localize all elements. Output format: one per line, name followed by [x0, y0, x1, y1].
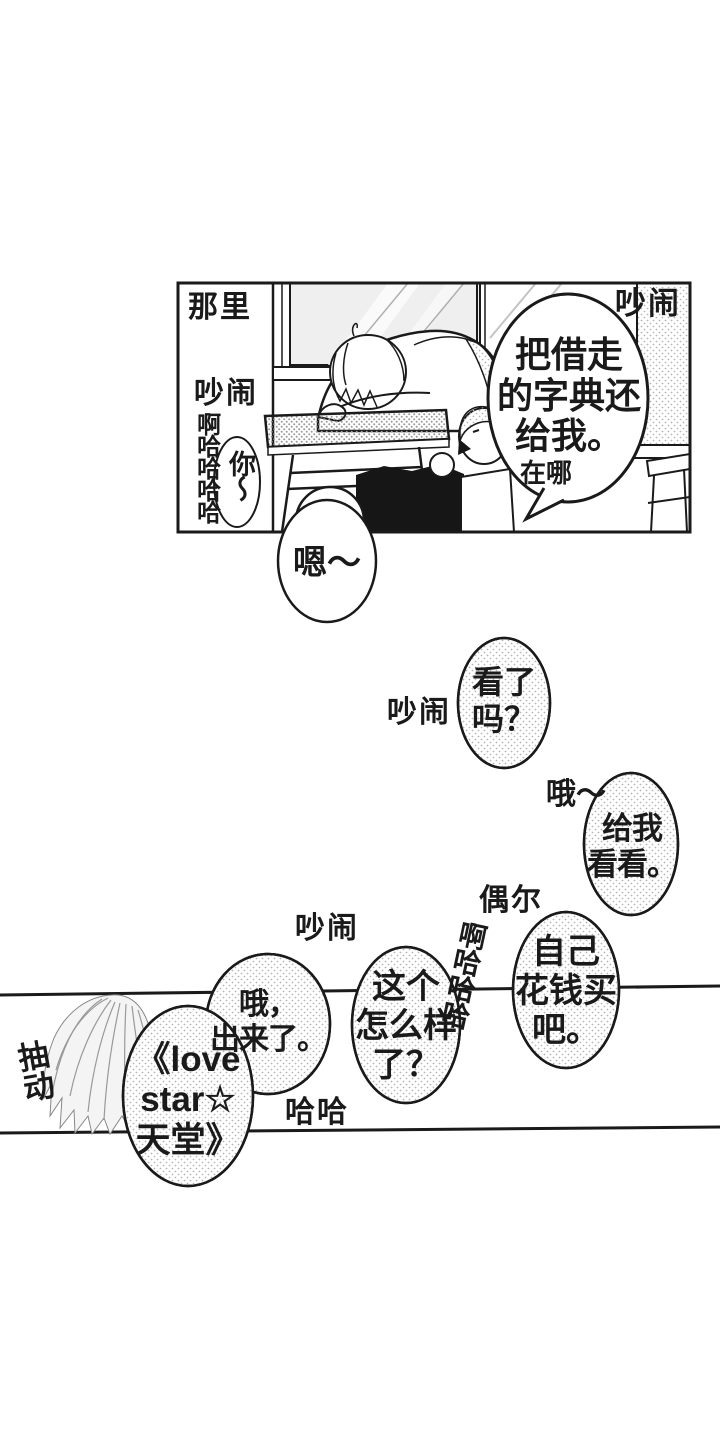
desk [263, 408, 451, 532]
sfx-noisy-lower: 吵闹 [295, 912, 359, 945]
bubble-ziji [511, 910, 621, 1070]
bubble-lovestar [121, 1004, 255, 1188]
bubble-en-text: 嗯～ [293, 544, 361, 582]
dark-uniform [356, 464, 464, 532]
sfx-noisy-mid: 吵闹 [387, 696, 451, 729]
sfx-noisy-left: 吵闹 [194, 377, 258, 410]
speech-bubble-dictionary [486, 292, 650, 523]
bubble-kanle-text: 看了 吗？ [471, 664, 536, 737]
sfx-o: 哦～ [546, 778, 606, 811]
bubble-dictionary-subtext: 在哪 [520, 458, 573, 488]
bubble-kanle [456, 636, 552, 770]
bubble-you-text: 你～ [225, 450, 256, 500]
sfx-laugh-vertical: 啊哈哈哈哈 [192, 412, 220, 522]
bubble-geiwo [582, 771, 680, 917]
chair [645, 452, 690, 532]
bubble-zhege [350, 945, 462, 1105]
sfx-haha: 哈哈 [285, 1096, 349, 1129]
bubble-geiwo-text: 给我 看看。 [587, 811, 678, 882]
bubble-lovestar-text: 《love star☆ 天堂》 [135, 1040, 241, 1160]
sfx-ouer: 偶尔 [479, 884, 543, 917]
speech-bubble-you [213, 436, 261, 528]
speech-bubble-en [276, 498, 378, 624]
panel-border [176, 281, 692, 534]
bubble-ochulai-text: 哦， 出来了。 [210, 988, 327, 1056]
dotted-bubbles [121, 636, 680, 1188]
sfx-there: 那里 [188, 291, 252, 324]
bubble-ziji-text: 自己 花钱买 吧。 [515, 933, 617, 1050]
bubble-dictionary-text: 把借走 的字典还 给我。 [496, 334, 641, 457]
sfx-noisy-right: 吵闹 [615, 286, 681, 321]
bubble-zhege-text: 这个 怎么样 了？ [355, 968, 457, 1085]
